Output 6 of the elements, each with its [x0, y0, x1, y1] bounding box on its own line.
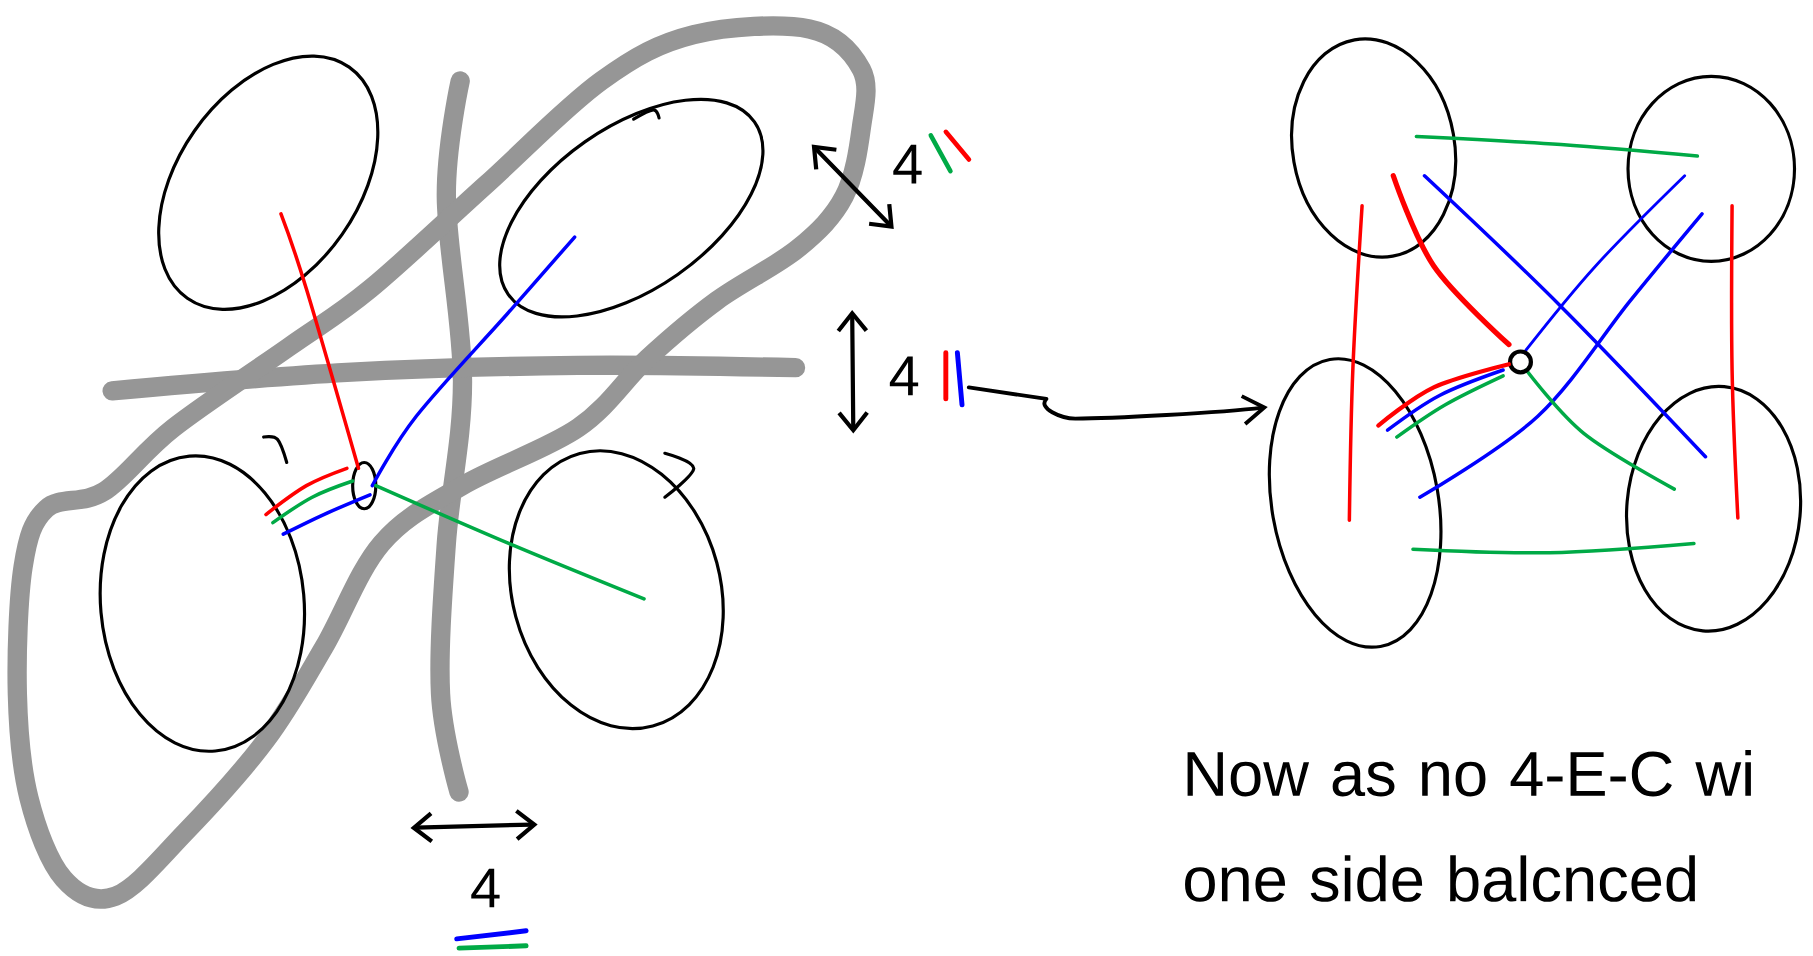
dimension-label: 4 [471, 868, 500, 908]
arrow [966, 385, 1268, 426]
sketch-drawing [1267, 37, 1803, 649]
dimension-label: 4 [889, 356, 919, 395]
sketch-drawing [7, 16, 972, 951]
note-text: Now as no 4-E-C wi one side balcnced [1185, 749, 1751, 902]
